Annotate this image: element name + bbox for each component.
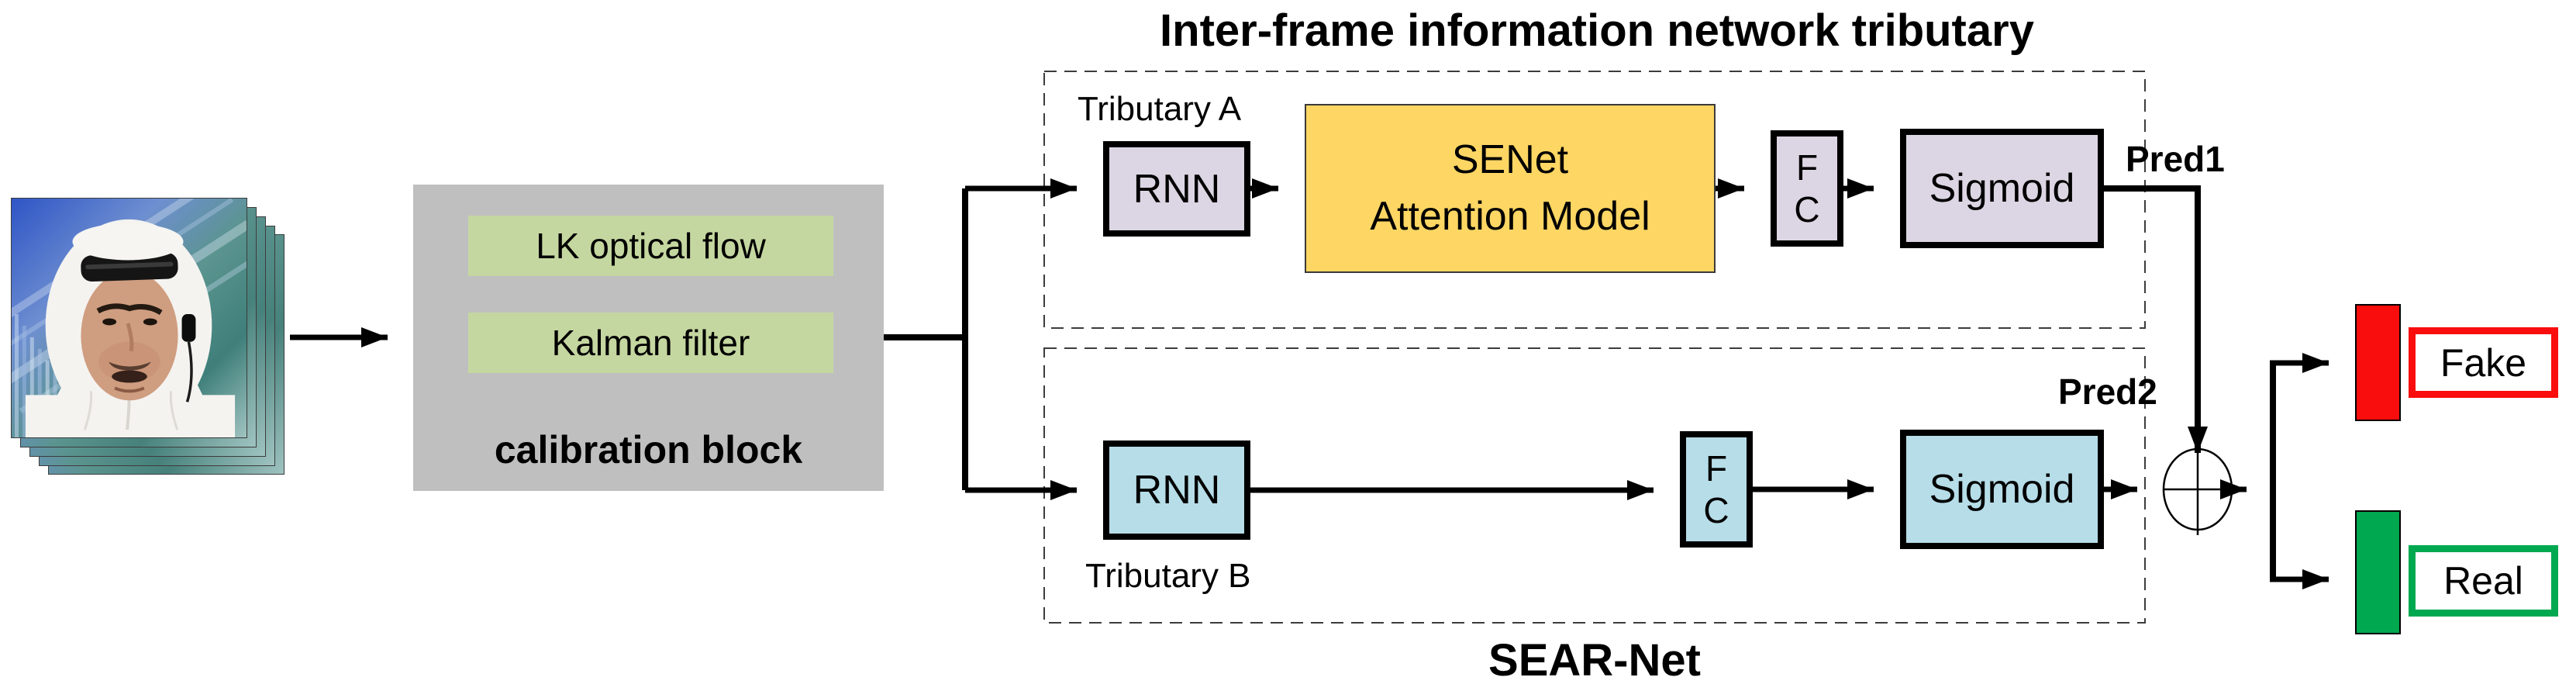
calibration-block-label: calibration block (494, 428, 803, 472)
fc-b-box: F C (1680, 431, 1753, 548)
diagram-title: Inter-frame information network tributar… (1160, 5, 2034, 56)
real-output-box: Real (2409, 545, 2558, 617)
fake-score-bar (2355, 304, 2401, 421)
kalman-filter-box: Kalman filter (468, 313, 833, 373)
real-score-bar (2355, 510, 2401, 634)
interframe-tributary-dashed-box (1043, 71, 2146, 329)
calibration-branch-line (884, 188, 968, 490)
sigmoid-b-box: Sigmoid (1900, 430, 2104, 549)
lk-optical-flow-box: LK optical flow (468, 216, 833, 276)
sigmoid-a-box: Sigmoid (1900, 129, 2104, 248)
senet-attention-model-box: SENet Attention Model (1305, 104, 1716, 273)
pred1-line (2104, 185, 2201, 419)
face-video-frames-icon (0, 174, 268, 437)
sear-net-dashed-box (1043, 347, 2146, 624)
pred1-label: Pred1 (2126, 139, 2225, 179)
tributary-a-label: Tributary A (1078, 90, 1242, 128)
video-frame-front (0, 174, 268, 438)
input-frame-stack (0, 174, 285, 475)
sear-net-label: SEAR-Net (1488, 635, 1701, 686)
tributary-b-label: Tributary B (1085, 557, 1251, 595)
fc-a-box: F C (1771, 130, 1843, 247)
pred2-label: Pred2 (2058, 371, 2157, 412)
fake-output-box: Fake (2409, 327, 2558, 398)
rnn-b-box: RNN (1103, 441, 1250, 540)
rnn-a-box: RNN (1103, 141, 1250, 237)
